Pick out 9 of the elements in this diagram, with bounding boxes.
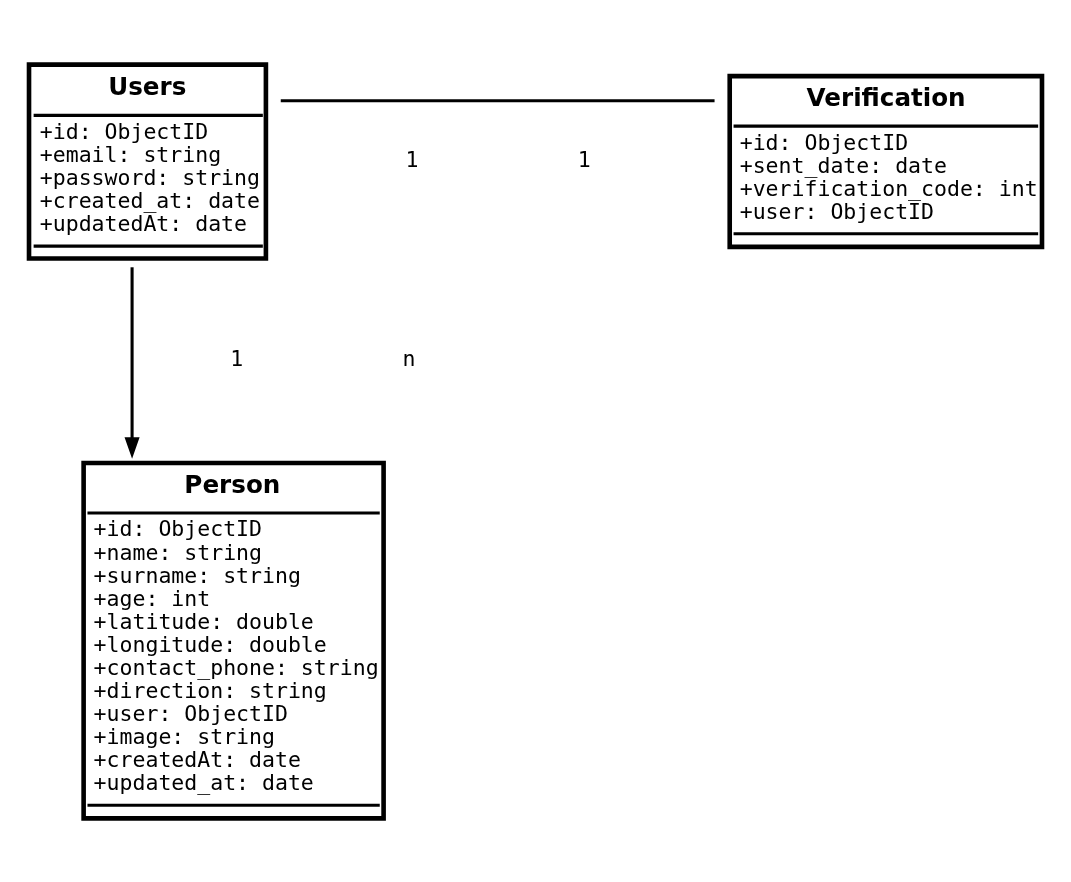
label: 1 (405, 146, 419, 172)
node-box: Users +id: ObjectID +email: string +password: string +created_at: date +updatedAt: date (26, 61, 269, 261)
node-box: Verification +id: ObjectID +sent_date: date +verification_code: int +user: ObjectID (727, 73, 1045, 249)
arrow (124, 266, 140, 459)
node-box: Person +id: ObjectID +name: string +surname: string +age: int +latitude: double +longitude: double +contact_phone: string +direction: string +user: ObjectID +image: string +createdAt: date +updated_at: date (81, 460, 386, 821)
label: 1 (230, 345, 244, 371)
connector (280, 98, 715, 102)
label: n (402, 345, 416, 371)
label: 1 (577, 146, 591, 172)
